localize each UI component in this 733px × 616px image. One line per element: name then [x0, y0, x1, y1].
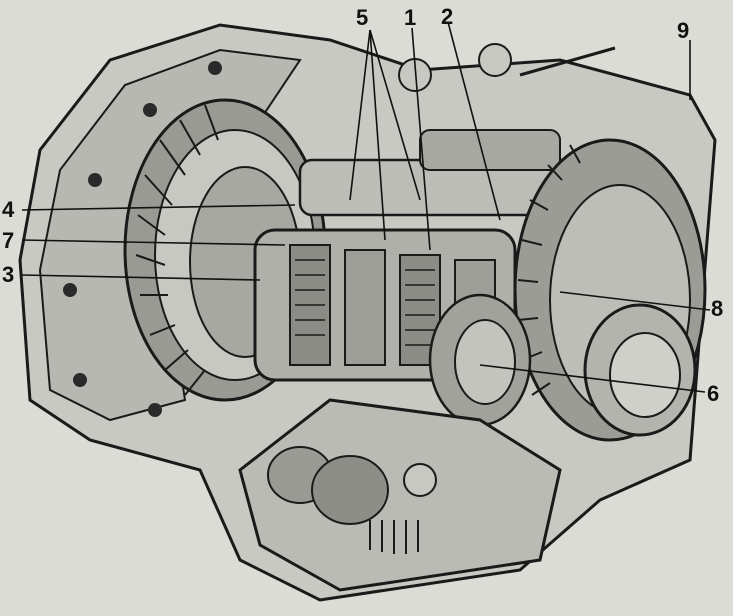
callout-number-8: 8	[711, 296, 724, 321]
clutch-plates	[295, 259, 435, 346]
upper-shaft	[298, 43, 616, 217]
oil-pan	[238, 398, 562, 592]
callout-number-1: 1	[404, 5, 417, 30]
callout-number-6: 6	[707, 381, 720, 406]
oil-pan-fins	[369, 520, 419, 554]
ring-gear-teeth	[517, 144, 581, 396]
callout-number-7: 7	[2, 228, 15, 253]
converter-blades	[135, 104, 219, 396]
callout-number-3: 3	[2, 262, 15, 287]
callout-number-2: 2	[441, 4, 454, 29]
callout-number-9: 9	[677, 18, 690, 43]
callout-number-5: 5	[356, 5, 369, 30]
callout-number-4: 4	[2, 197, 15, 222]
output-flange	[583, 303, 697, 437]
planetary-gearset	[428, 293, 532, 427]
flange-bolts	[63, 61, 222, 417]
leader-lines	[21, 21, 711, 393]
